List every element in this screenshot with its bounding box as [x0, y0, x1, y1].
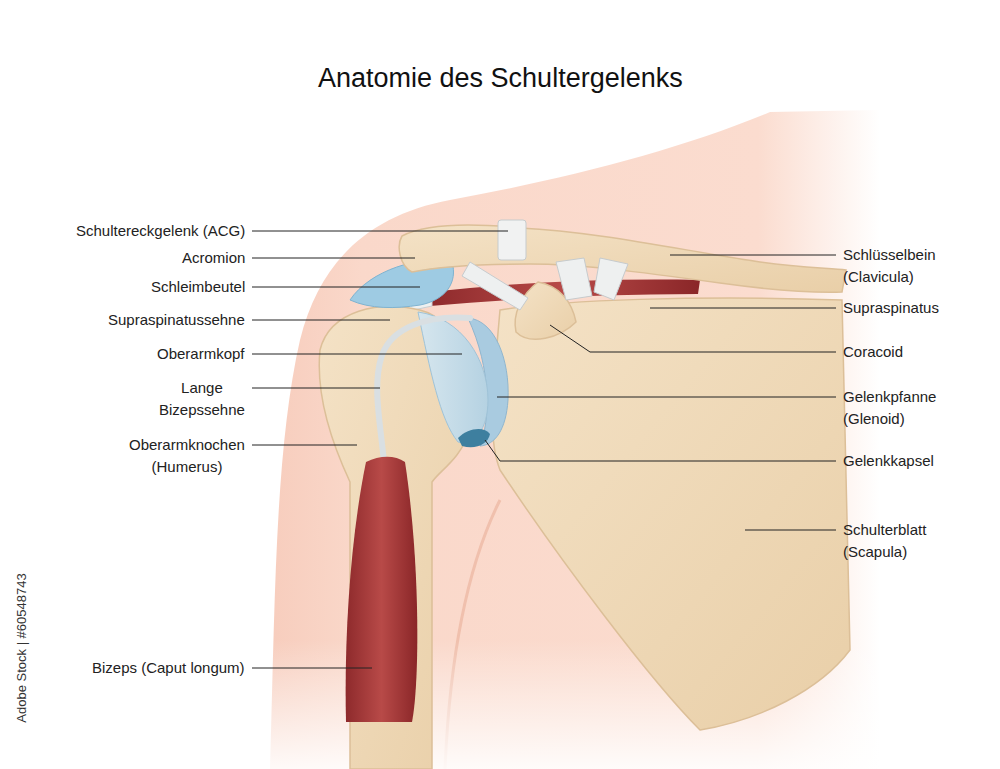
biceps-muscle [346, 457, 418, 722]
coracoacromial-ligament [462, 262, 528, 310]
part-label: Schlüsselbein (Clavicula) [843, 244, 936, 288]
part-label: Gelenkkapsel [843, 450, 934, 472]
watermark: Adobe Stock | #60548743 [14, 573, 30, 722]
scapula [492, 298, 850, 730]
part-label: Schultereckgelenk (ACG) [76, 220, 245, 242]
part-label: Gelenkpfanne (Glenoid) [843, 386, 936, 430]
coracoclavicular-ligament [594, 258, 628, 300]
biceps-tendon [377, 318, 470, 462]
part-label: Oberarmkopf [157, 343, 245, 365]
part-label: Acromion [182, 247, 245, 269]
clavicle [399, 225, 846, 292]
part-label: Lange Bizepssehne [159, 377, 245, 421]
coracoclavicular-ligament [556, 258, 592, 300]
part-label: Oberarmknochen (Humerus) [129, 434, 245, 478]
part-label: Supraspinatus [843, 297, 939, 319]
part-label: Schulterblatt (Scapula) [843, 519, 926, 563]
joint-capsule [458, 429, 490, 447]
humeral-cartilage [418, 312, 488, 443]
acg-ligament [498, 220, 526, 260]
part-label: Supraspinatussehne [108, 309, 245, 331]
leader-lines [252, 231, 836, 668]
diagram-title: Anatomie des Schultergelenks [318, 61, 683, 95]
part-label: Schleimbeutel [151, 276, 245, 298]
part-label: Bizeps (Caput longum) [92, 657, 245, 679]
part-label: Coracoid [843, 341, 903, 363]
